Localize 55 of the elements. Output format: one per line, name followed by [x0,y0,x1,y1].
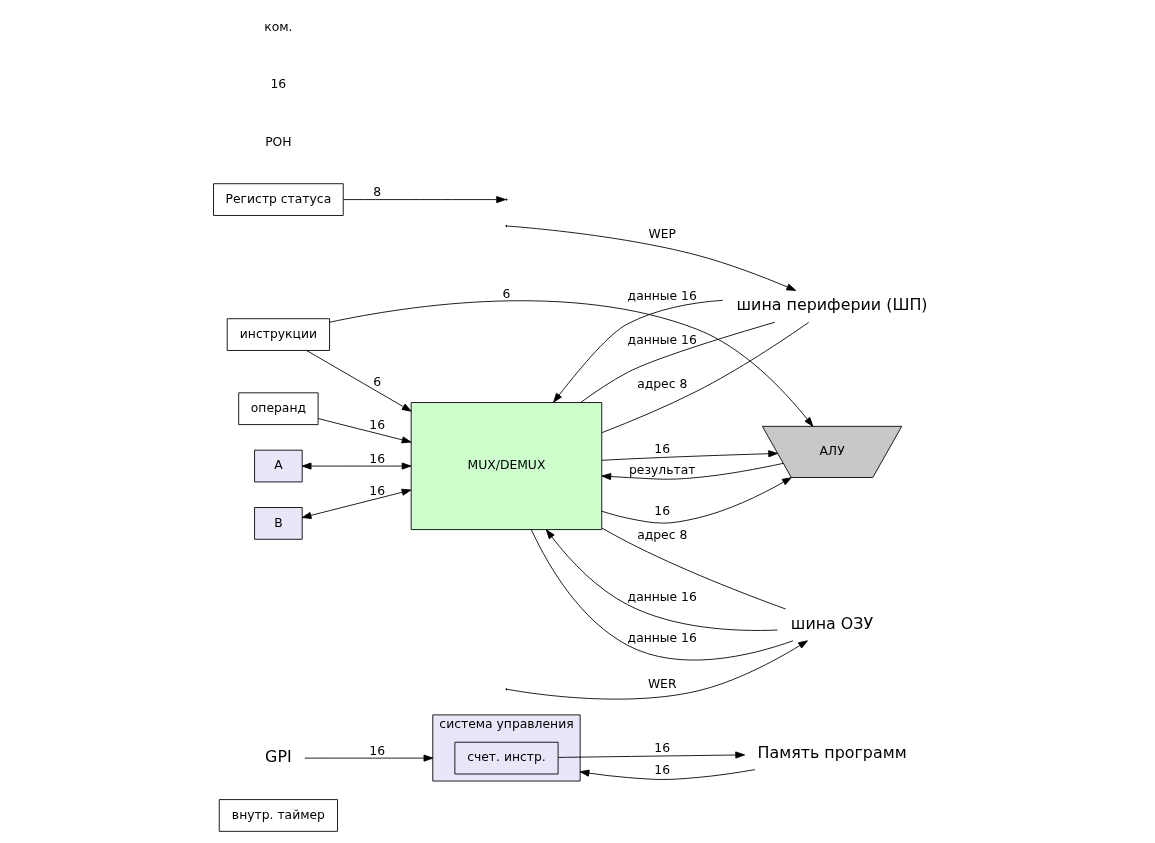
node-box: A [254,449,303,483]
connector [601,321,810,434]
arrow [301,488,412,519]
arrow [545,529,778,631]
node-box: инструкции [226,318,330,351]
edge-label: данные 16 [627,332,697,347]
label: ком. [264,19,293,34]
node-text: GPI [265,747,292,766]
arrow [601,450,778,461]
edge-label: 16 [654,763,671,778]
arrow [317,418,412,444]
node-text: Память программ [757,742,907,762]
node-box: B [254,507,303,540]
edge-label: адрес 8 [637,376,688,391]
edge-label: данные 16 [627,630,697,645]
edge-label: 16 [654,503,671,518]
arrow [601,477,792,524]
edge-label: результат [628,463,696,478]
edge-label: 16 [369,418,386,433]
arrow [306,350,412,412]
connector [580,321,776,403]
edge-label: данные 16 [627,590,697,605]
edge-label: 16 [369,484,386,499]
edge-label: 16 [654,741,671,756]
node-box: операнд [238,392,319,426]
connector [601,527,787,610]
arrow [507,640,808,700]
node-box: MUX/DEMUX [410,402,603,531]
edge-label: WEP [648,226,676,241]
arrow [329,300,814,427]
edge-label: 16 [654,442,671,456]
node-text: шина периферии (ШП) [736,295,928,315]
arrow [601,462,784,481]
arrow [304,754,434,762]
arrow [301,462,412,470]
arrow [343,196,506,204]
edge-label: 8 [373,185,382,200]
node-text: шина ОЗУ [790,613,874,633]
edge-label: WER [647,676,677,691]
node-box: счет. инстр. [454,741,559,775]
label: 16 [270,77,287,92]
label: РОН [265,134,292,149]
node-box: Регистр статуса [213,183,344,216]
arrow [553,299,724,403]
edge-label: 6 [502,286,511,301]
arrow [507,225,797,291]
arrow [557,751,746,759]
node-box: внутр. таймер [218,799,338,832]
connector [530,529,794,661]
arrow [579,769,756,780]
edge-label: данные 16 [627,289,697,304]
edge-label: адрес 8 [637,527,688,542]
edge-label: 16 [369,451,386,466]
edge-label: 6 [373,374,382,389]
edge-label: 16 [369,743,386,758]
